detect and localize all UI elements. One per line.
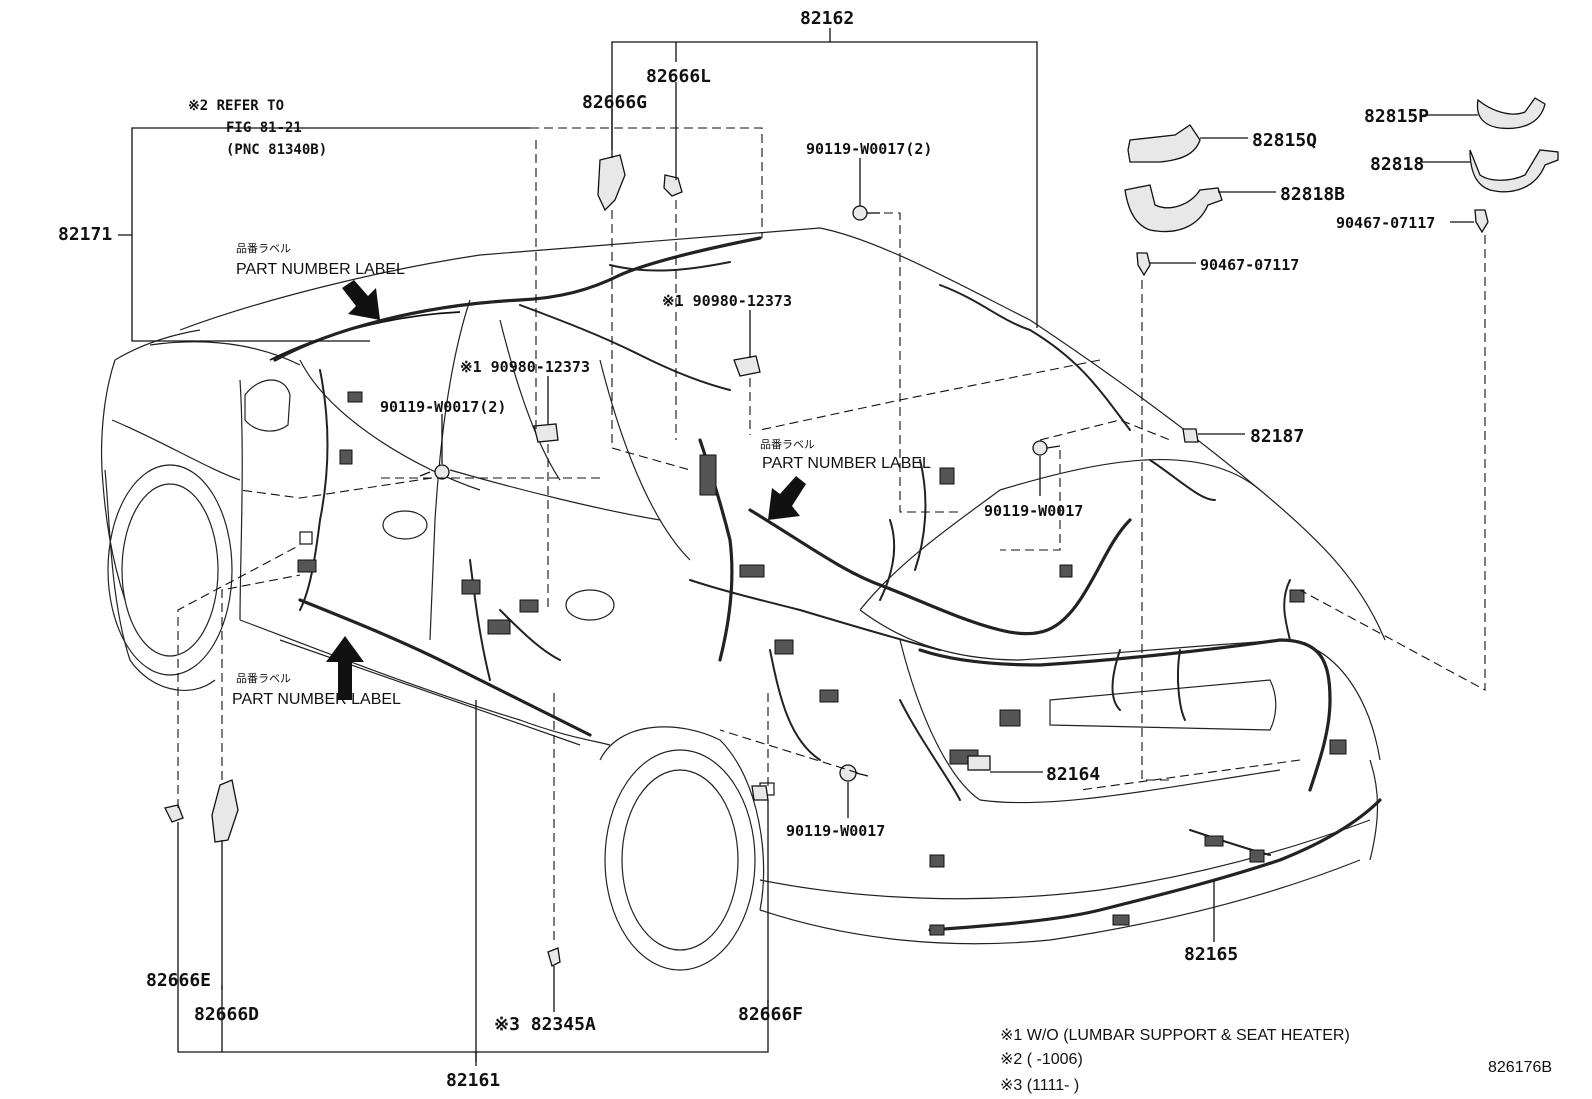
label-82666F: 82666F <box>738 1004 803 1025</box>
car-body <box>100 227 1386 971</box>
arrow-sill-label <box>326 636 364 700</box>
refer-note-line1: ※2 REFER TO <box>188 98 284 114</box>
clip-90980-b <box>533 423 559 443</box>
arrow-roof-label <box>342 280 380 320</box>
clip-82666F <box>751 785 769 801</box>
label-90980-12373-b: ※1 90980-12373 <box>460 358 590 376</box>
connectors <box>297 391 1347 936</box>
label-82815P: 82815P <box>1364 106 1429 127</box>
label-82161: 82161 <box>446 1070 500 1091</box>
label-82818: 82818 <box>1370 154 1424 175</box>
pn-label-en-sill: PART NUMBER LABEL <box>232 691 401 708</box>
leader-lines <box>118 28 1478 1066</box>
label-82818B: 82818B <box>1280 184 1345 205</box>
label-90119-w0017-2-top: 90119-W0017(2) <box>806 140 932 158</box>
bracket-82818 <box>1469 149 1559 193</box>
label-82171: 82171 <box>58 224 112 245</box>
label-90467-07117-right: 90467-07117 <box>1336 214 1435 232</box>
figure-code: 826176B <box>1488 1059 1552 1076</box>
bracket-82815Q <box>1127 124 1201 163</box>
label-82187: 82187 <box>1250 426 1304 447</box>
pn-label-jp-roof: 品番ラベル <box>236 242 291 255</box>
clip-82666G <box>597 154 626 212</box>
clip-82666D <box>211 779 239 843</box>
clip-82666E <box>164 804 184 823</box>
label-82666D: 82666D <box>194 1004 259 1025</box>
clip-90467-right <box>1474 209 1489 234</box>
harness-trunk <box>899 579 1332 801</box>
footnote-3: ※3 (1111- ) <box>1000 1077 1079 1094</box>
footnote-1: ※1 W/O (LUMBAR SUPPORT & SEAT HEATER) <box>1000 1027 1350 1044</box>
clip-82187 <box>1182 428 1199 443</box>
label-82164: 82164 <box>1046 764 1100 785</box>
bolt-90119-right <box>1032 440 1061 456</box>
label-82666L: 82666L <box>646 66 711 87</box>
bolt-90119-bottom <box>839 764 869 782</box>
refer-note-line3: (PNC 81340B) <box>226 142 327 158</box>
label-82162: 82162 <box>800 8 854 29</box>
label-82666G: 82666G <box>582 92 647 113</box>
clip-82345A <box>547 947 561 967</box>
label-82815Q: 82815Q <box>1252 130 1317 151</box>
label-82345A: ※3 82345A <box>494 1014 596 1035</box>
harness-main-floor <box>689 438 1216 761</box>
pn-label-jp-center: 品番ラベル <box>760 438 815 451</box>
footnotes: ※1 W/O (LUMBAR SUPPORT & SEAT HEATER) ※2… <box>1000 1027 1552 1094</box>
dashed-guides <box>177 127 1486 940</box>
clip-82666L <box>663 174 683 197</box>
connector-82164 <box>967 755 991 771</box>
bracket-82815P <box>1476 97 1546 130</box>
label-90119-w0017-bottom: 90119-W0017 <box>786 822 885 840</box>
arrow-center-label <box>768 476 806 520</box>
label-90467-07117-center: 90467-07117 <box>1200 256 1299 274</box>
footnote-2: ※2 ( -1006) <box>1000 1051 1083 1068</box>
pn-label-en-center: PART NUMBER LABEL <box>762 455 931 472</box>
label-82666E: 82666E <box>146 970 211 991</box>
label-90119-w0017-right: 90119-W0017 <box>984 502 1083 520</box>
label-82165: 82165 <box>1184 944 1238 965</box>
harness-rear-bumper <box>928 798 1382 932</box>
clip-90980-a <box>733 355 761 377</box>
bracket-82818B <box>1124 184 1223 233</box>
refer-note-line2: FIG 81-21 <box>226 120 302 136</box>
pn-label-en-roof: PART NUMBER LABEL <box>236 261 405 278</box>
harness-roof <box>273 236 1131 431</box>
harness-left-door <box>298 369 592 737</box>
label-90119-w0017-2-left: 90119-W0017(2) <box>380 398 506 416</box>
clip-90467-center <box>1136 252 1151 277</box>
pn-label-jp-sill: 品番ラベル <box>236 672 291 685</box>
bolt-90119-left <box>419 464 450 480</box>
label-90980-12373-a: ※1 90980-12373 <box>662 292 792 310</box>
part-labels: 82162 82666L 82666G ※2 REFER TO FIG 81-2… <box>58 8 1435 1091</box>
